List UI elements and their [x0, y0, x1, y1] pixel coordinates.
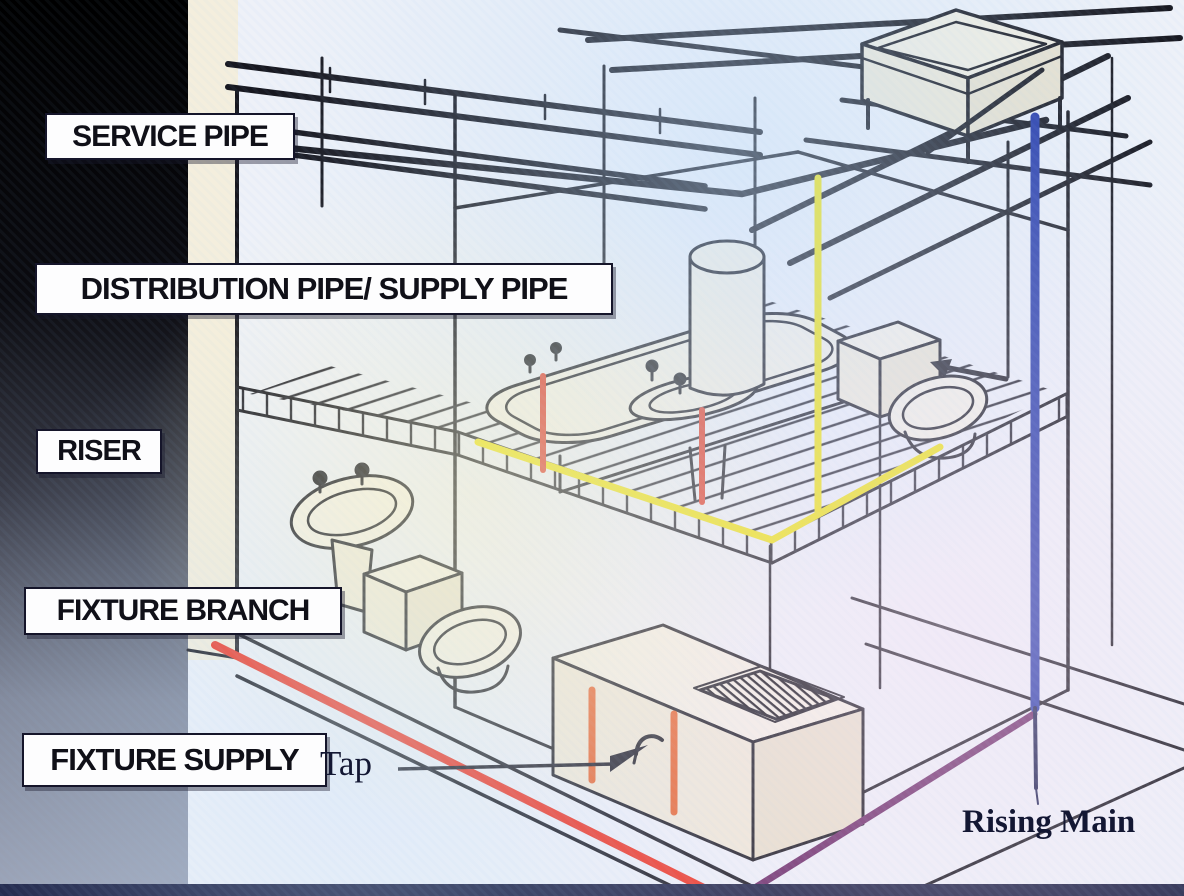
- annotation-rising-main-text: Rising Main: [962, 804, 1136, 840]
- washbasin-lower: [289, 462, 415, 614]
- toilet-upper: [836, 320, 1009, 460]
- label-distribution-pipe-text: DISTRIBUTION PIPE/ SUPPLY PIPE: [80, 271, 569, 306]
- label-fixture-branch: FIXTURE BRANCH: [24, 587, 342, 635]
- water-tank: [860, 8, 1064, 164]
- distribution-pipe: [474, 174, 944, 544]
- fixture-supply-pipe: [211, 641, 724, 896]
- underground-main-pipe: [738, 710, 1038, 896]
- annotation-tap-text: Tap: [320, 744, 372, 783]
- annotation-rising-main: Rising Main: [962, 804, 1135, 841]
- rising-main-pipe: [1030, 112, 1040, 805]
- label-service-pipe-text: SERVICE PIPE: [72, 119, 269, 153]
- annotation-tap: Tap: [320, 744, 372, 784]
- roof-joists: [225, 5, 1183, 301]
- bottom-border-strip: [0, 884, 1184, 896]
- tap-leader-arrow: [397, 745, 648, 772]
- label-fixture-branch-text: FIXTURE BRANCH: [56, 594, 311, 627]
- water-heater-cylinder: [688, 239, 766, 397]
- label-riser-text: RISER: [57, 435, 142, 467]
- kitchen-sink-unit: [551, 623, 865, 862]
- label-fixture-supply: FIXTURE SUPPLY: [22, 733, 327, 787]
- label-distribution-pipe: DISTRIBUTION PIPE/ SUPPLY PIPE: [35, 263, 613, 315]
- service-pipe: [186, 116, 1050, 198]
- riser-pipes: [540, 373, 705, 505]
- toilet-lower: [362, 554, 522, 694]
- wall-strip: [188, 0, 238, 660]
- label-riser: RISER: [36, 429, 162, 474]
- label-fixture-supply-text: FIXTURE SUPPLY: [50, 742, 299, 777]
- label-service-pipe: SERVICE PIPE: [45, 113, 295, 160]
- line-art: [186, 5, 1184, 896]
